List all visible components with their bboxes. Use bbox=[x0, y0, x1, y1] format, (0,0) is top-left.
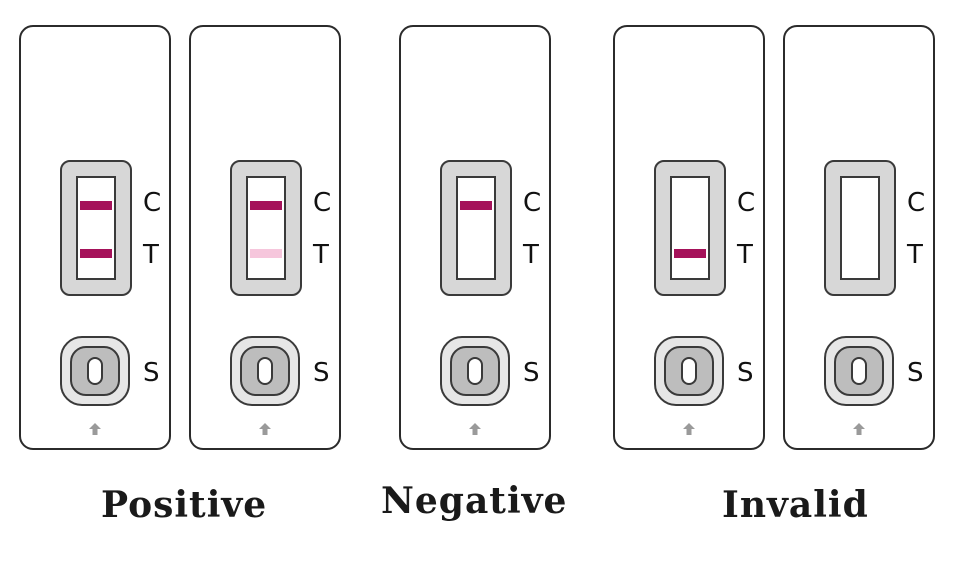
caption-positive: Positive bbox=[101, 484, 268, 526]
sample-label: S bbox=[523, 358, 540, 388]
result-window bbox=[230, 160, 302, 296]
sample-well bbox=[654, 336, 724, 406]
caption-invalid: Invalid bbox=[722, 484, 869, 526]
test-label: T bbox=[523, 240, 539, 270]
test-cassette: C T S bbox=[19, 25, 171, 450]
test-cassette: C T S bbox=[613, 25, 765, 450]
arrow-up-icon bbox=[89, 423, 101, 435]
arrow-up-icon bbox=[853, 423, 865, 435]
result-window bbox=[824, 160, 896, 296]
control-line bbox=[460, 201, 492, 210]
test-label: T bbox=[737, 240, 753, 270]
control-label: C bbox=[907, 188, 926, 218]
arrow-up-icon bbox=[469, 423, 481, 435]
sample-label: S bbox=[907, 358, 924, 388]
result-strip bbox=[246, 176, 286, 280]
result-window bbox=[654, 160, 726, 296]
sample-well bbox=[230, 336, 300, 406]
sample-well bbox=[440, 336, 510, 406]
result-strip bbox=[456, 176, 496, 280]
result-strip bbox=[670, 176, 710, 280]
test-label: T bbox=[143, 240, 159, 270]
sample-label: S bbox=[313, 358, 330, 388]
test-label: T bbox=[907, 240, 923, 270]
test-line bbox=[674, 249, 706, 258]
control-label: C bbox=[523, 188, 542, 218]
sample-well bbox=[60, 336, 130, 406]
control-label: C bbox=[143, 188, 162, 218]
control-line bbox=[80, 201, 112, 210]
test-line bbox=[460, 249, 492, 258]
test-line bbox=[80, 249, 112, 258]
arrow-up-icon bbox=[259, 423, 271, 435]
result-window bbox=[60, 160, 132, 296]
sample-label: S bbox=[143, 358, 160, 388]
test-line bbox=[250, 249, 282, 258]
test-cassette: C T S bbox=[783, 25, 935, 450]
control-label: C bbox=[313, 188, 332, 218]
control-line bbox=[674, 201, 706, 210]
arrow-up-icon bbox=[683, 423, 695, 435]
sample-well bbox=[824, 336, 894, 406]
test-cassette: C T S bbox=[399, 25, 551, 450]
caption-negative: Negative bbox=[381, 480, 568, 522]
sample-label: S bbox=[737, 358, 754, 388]
test-line bbox=[844, 249, 876, 258]
test-cassette: C T S bbox=[189, 25, 341, 450]
control-line bbox=[250, 201, 282, 210]
test-label: T bbox=[313, 240, 329, 270]
result-strip bbox=[840, 176, 880, 280]
result-window bbox=[440, 160, 512, 296]
control-line bbox=[844, 201, 876, 210]
control-label: C bbox=[737, 188, 756, 218]
result-strip bbox=[76, 176, 116, 280]
